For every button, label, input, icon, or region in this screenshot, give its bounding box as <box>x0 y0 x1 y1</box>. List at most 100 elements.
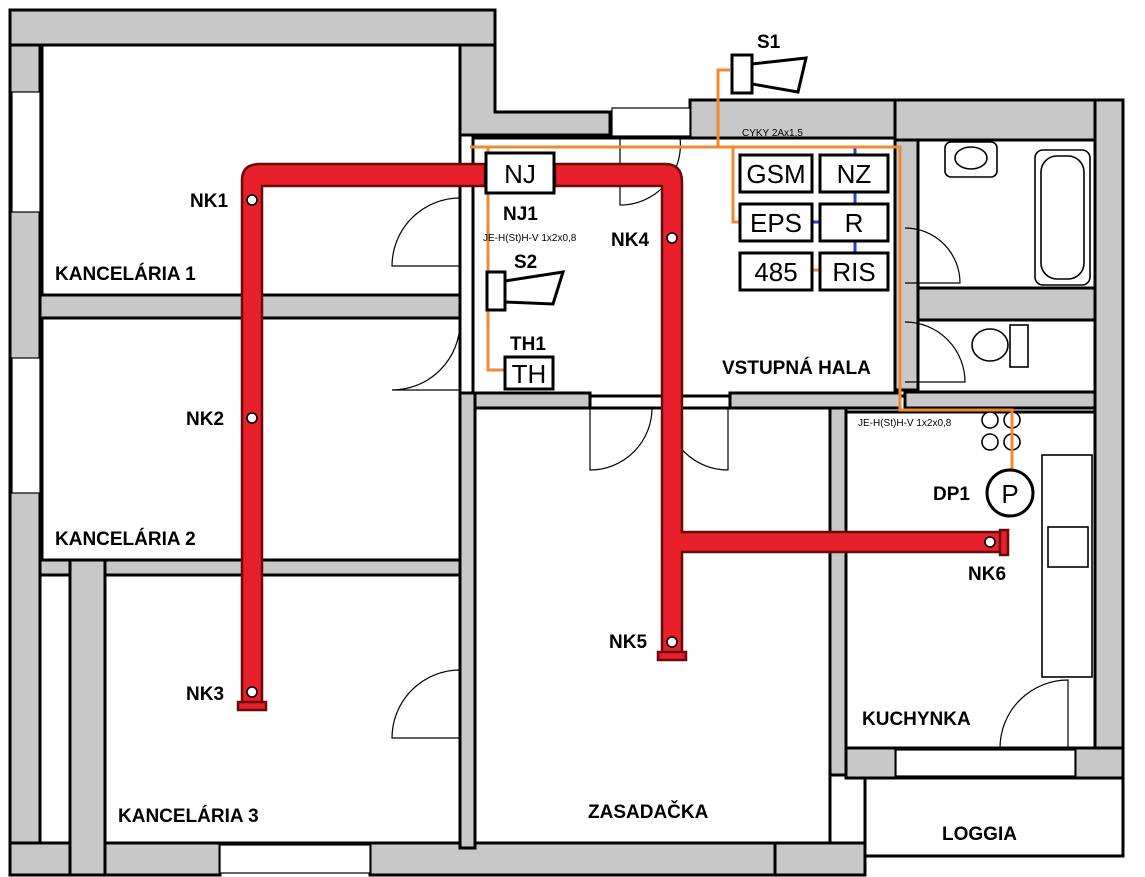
box-r-label: R <box>845 208 864 238</box>
room-kancelaria3-floor <box>103 573 462 845</box>
door-k3 <box>391 669 461 739</box>
wall-top-left <box>8 8 497 47</box>
box-p[interactable]: P <box>985 468 1035 518</box>
ducts <box>236 162 1010 712</box>
door-k2 <box>391 321 461 391</box>
siren-s1[interactable] <box>730 53 808 95</box>
hob-3 <box>981 433 999 451</box>
siren-s1-horn-icon <box>750 56 808 94</box>
room-wc <box>916 318 1097 394</box>
window-k2 <box>11 357 41 494</box>
wall-bottom-mid <box>368 841 777 877</box>
wall-bottom-right <box>773 841 867 877</box>
box-485-label: 485 <box>754 257 797 287</box>
cable-orange-gsm <box>731 147 740 224</box>
label-cable-je-left: JE-H(St)H-V 1x2x0,8 <box>483 233 577 244</box>
wall-zas-top <box>458 391 592 410</box>
box-nz[interactable]: NZ <box>818 153 890 194</box>
label-kancelaria3: KANCELÁRIA 3 <box>118 805 259 827</box>
windows <box>11 91 1076 874</box>
siren-s2[interactable] <box>485 270 566 312</box>
label-kuchynka: KUCHYNKA <box>862 709 971 730</box>
label-nk5: NK5 <box>609 632 647 653</box>
label-kancelaria1: KANCELÁRIA 1 <box>55 263 196 285</box>
siren-s1-body <box>730 53 754 95</box>
nozzle-nk2[interactable] <box>246 412 258 424</box>
label-cable-je-right: JE-H(St)H-V 1x2x0,8 <box>858 418 952 429</box>
nozzle-nk4[interactable] <box>666 232 678 244</box>
box-eps[interactable]: EPS <box>738 202 814 243</box>
wall-right-side <box>1093 98 1125 782</box>
label-nk6: NK6 <box>968 564 1006 585</box>
wall-k3-left <box>68 558 107 877</box>
duct-nk3-cap <box>236 700 268 712</box>
wall-mid-vertical <box>458 391 477 850</box>
label-nk4: NK4 <box>611 230 649 251</box>
label-vstupna-hala: VSTUPNÁ HALA <box>722 357 871 379</box>
box-nj[interactable]: NJ <box>484 151 556 195</box>
tag-labels: NK1 NK2 NK3 NK4 NK5 NK6 S1 S2 NJ1 TH1 DP… <box>186 32 1006 705</box>
nozzles <box>246 194 996 698</box>
box-eps-label: EPS <box>750 208 802 238</box>
toilet-bowl <box>971 328 1009 362</box>
wall-kitchen-bottom <box>844 746 898 780</box>
cable-orange-s1 <box>716 68 730 147</box>
wall-right-block <box>893 98 1122 142</box>
cable-labels: CYKY 2Ax1,5 JE-H(St)H-V 1x2x0,8 JE-H(St)… <box>483 128 952 429</box>
wall-kitchen-left <box>828 398 848 777</box>
label-kancelaria2: KANCELÁRIA 2 <box>55 528 196 550</box>
room-zasadacka-floor <box>473 406 832 845</box>
wall-zas-top2 <box>728 391 902 410</box>
box-th-label: TH <box>512 359 547 389</box>
box-r[interactable]: R <box>818 202 890 243</box>
door-kitchen <box>999 679 1069 749</box>
nozzle-nk1[interactable] <box>246 194 258 206</box>
bathtub-inner <box>1040 155 1085 280</box>
siren-s2-horn-icon <box>503 270 566 306</box>
label-cable-cyky: CYKY 2Ax1,5 <box>742 128 803 139</box>
device-boxes: NJ TH GSM NZ EPS R 485 RIS <box>484 151 1035 518</box>
duct-nk5-cap <box>656 650 688 662</box>
box-485[interactable]: 485 <box>738 251 814 292</box>
room-loggia <box>863 776 1125 858</box>
room-labels: KANCELÁRIA 1 KANCELÁRIA 2 KANCELÁRIA 3 V… <box>55 263 1017 845</box>
label-th1: TH1 <box>510 334 546 355</box>
label-loggia: LOGGIA <box>942 824 1017 845</box>
box-gsm-label: GSM <box>746 159 805 189</box>
door-wc <box>904 321 966 383</box>
wall-bottom-left <box>8 841 222 877</box>
hob-1 <box>981 411 999 429</box>
walls <box>8 8 1125 877</box>
window-hall-top <box>611 107 691 137</box>
cable-orange-nj-th <box>486 147 505 372</box>
box-gsm[interactable]: GSM <box>738 153 814 194</box>
duct-left-vertical <box>240 162 487 707</box>
label-nk3: NK3 <box>186 684 224 705</box>
wall-kitchen-bottom2 <box>1073 746 1125 780</box>
label-nk1: NK1 <box>190 191 228 212</box>
box-nz-label: NZ <box>837 159 872 189</box>
nozzle-nk6[interactable] <box>984 536 996 548</box>
door-zas-1 <box>589 407 653 471</box>
label-nj1: NJ1 <box>503 204 538 225</box>
washbasin-bowl <box>954 146 988 170</box>
nozzle-nk3[interactable] <box>246 686 258 698</box>
label-zasadacka: ZASADAČKA <box>588 801 709 823</box>
label-nk2: NK2 <box>186 409 224 430</box>
box-ris[interactable]: RIS <box>818 251 890 292</box>
toilet-tank <box>1009 324 1029 368</box>
box-nj-label: NJ <box>504 159 536 189</box>
kitchen-sink <box>1047 526 1089 568</box>
fixtures <box>944 141 1093 678</box>
nozzle-nk5[interactable] <box>666 636 678 648</box>
window-k1 <box>11 91 41 213</box>
box-th[interactable]: TH <box>503 355 555 391</box>
cable-orange-top <box>470 145 1014 470</box>
siren-s2-body <box>485 270 507 312</box>
wall-wc-kitchen <box>903 390 1097 410</box>
window-kitchen <box>895 749 1076 777</box>
label-s2: S2 <box>514 252 537 273</box>
duct-nk6-cap <box>998 528 1010 557</box>
door-bath <box>904 227 961 284</box>
